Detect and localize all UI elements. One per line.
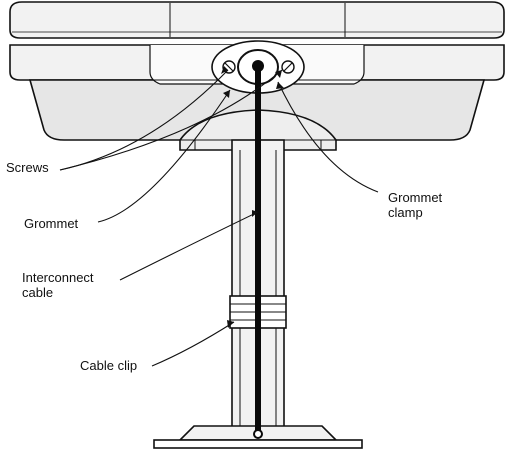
display-housing xyxy=(10,2,504,38)
cable-clip-leader xyxy=(152,322,234,366)
screws-label: Screws xyxy=(6,160,49,175)
cable-clip-label: Cable clip xyxy=(80,358,137,373)
grommet-label: Grommet xyxy=(24,216,78,231)
interconnect-cable-label: Interconnect cable xyxy=(22,270,112,300)
grommet-clamp-label: Grommet clamp xyxy=(388,190,458,220)
